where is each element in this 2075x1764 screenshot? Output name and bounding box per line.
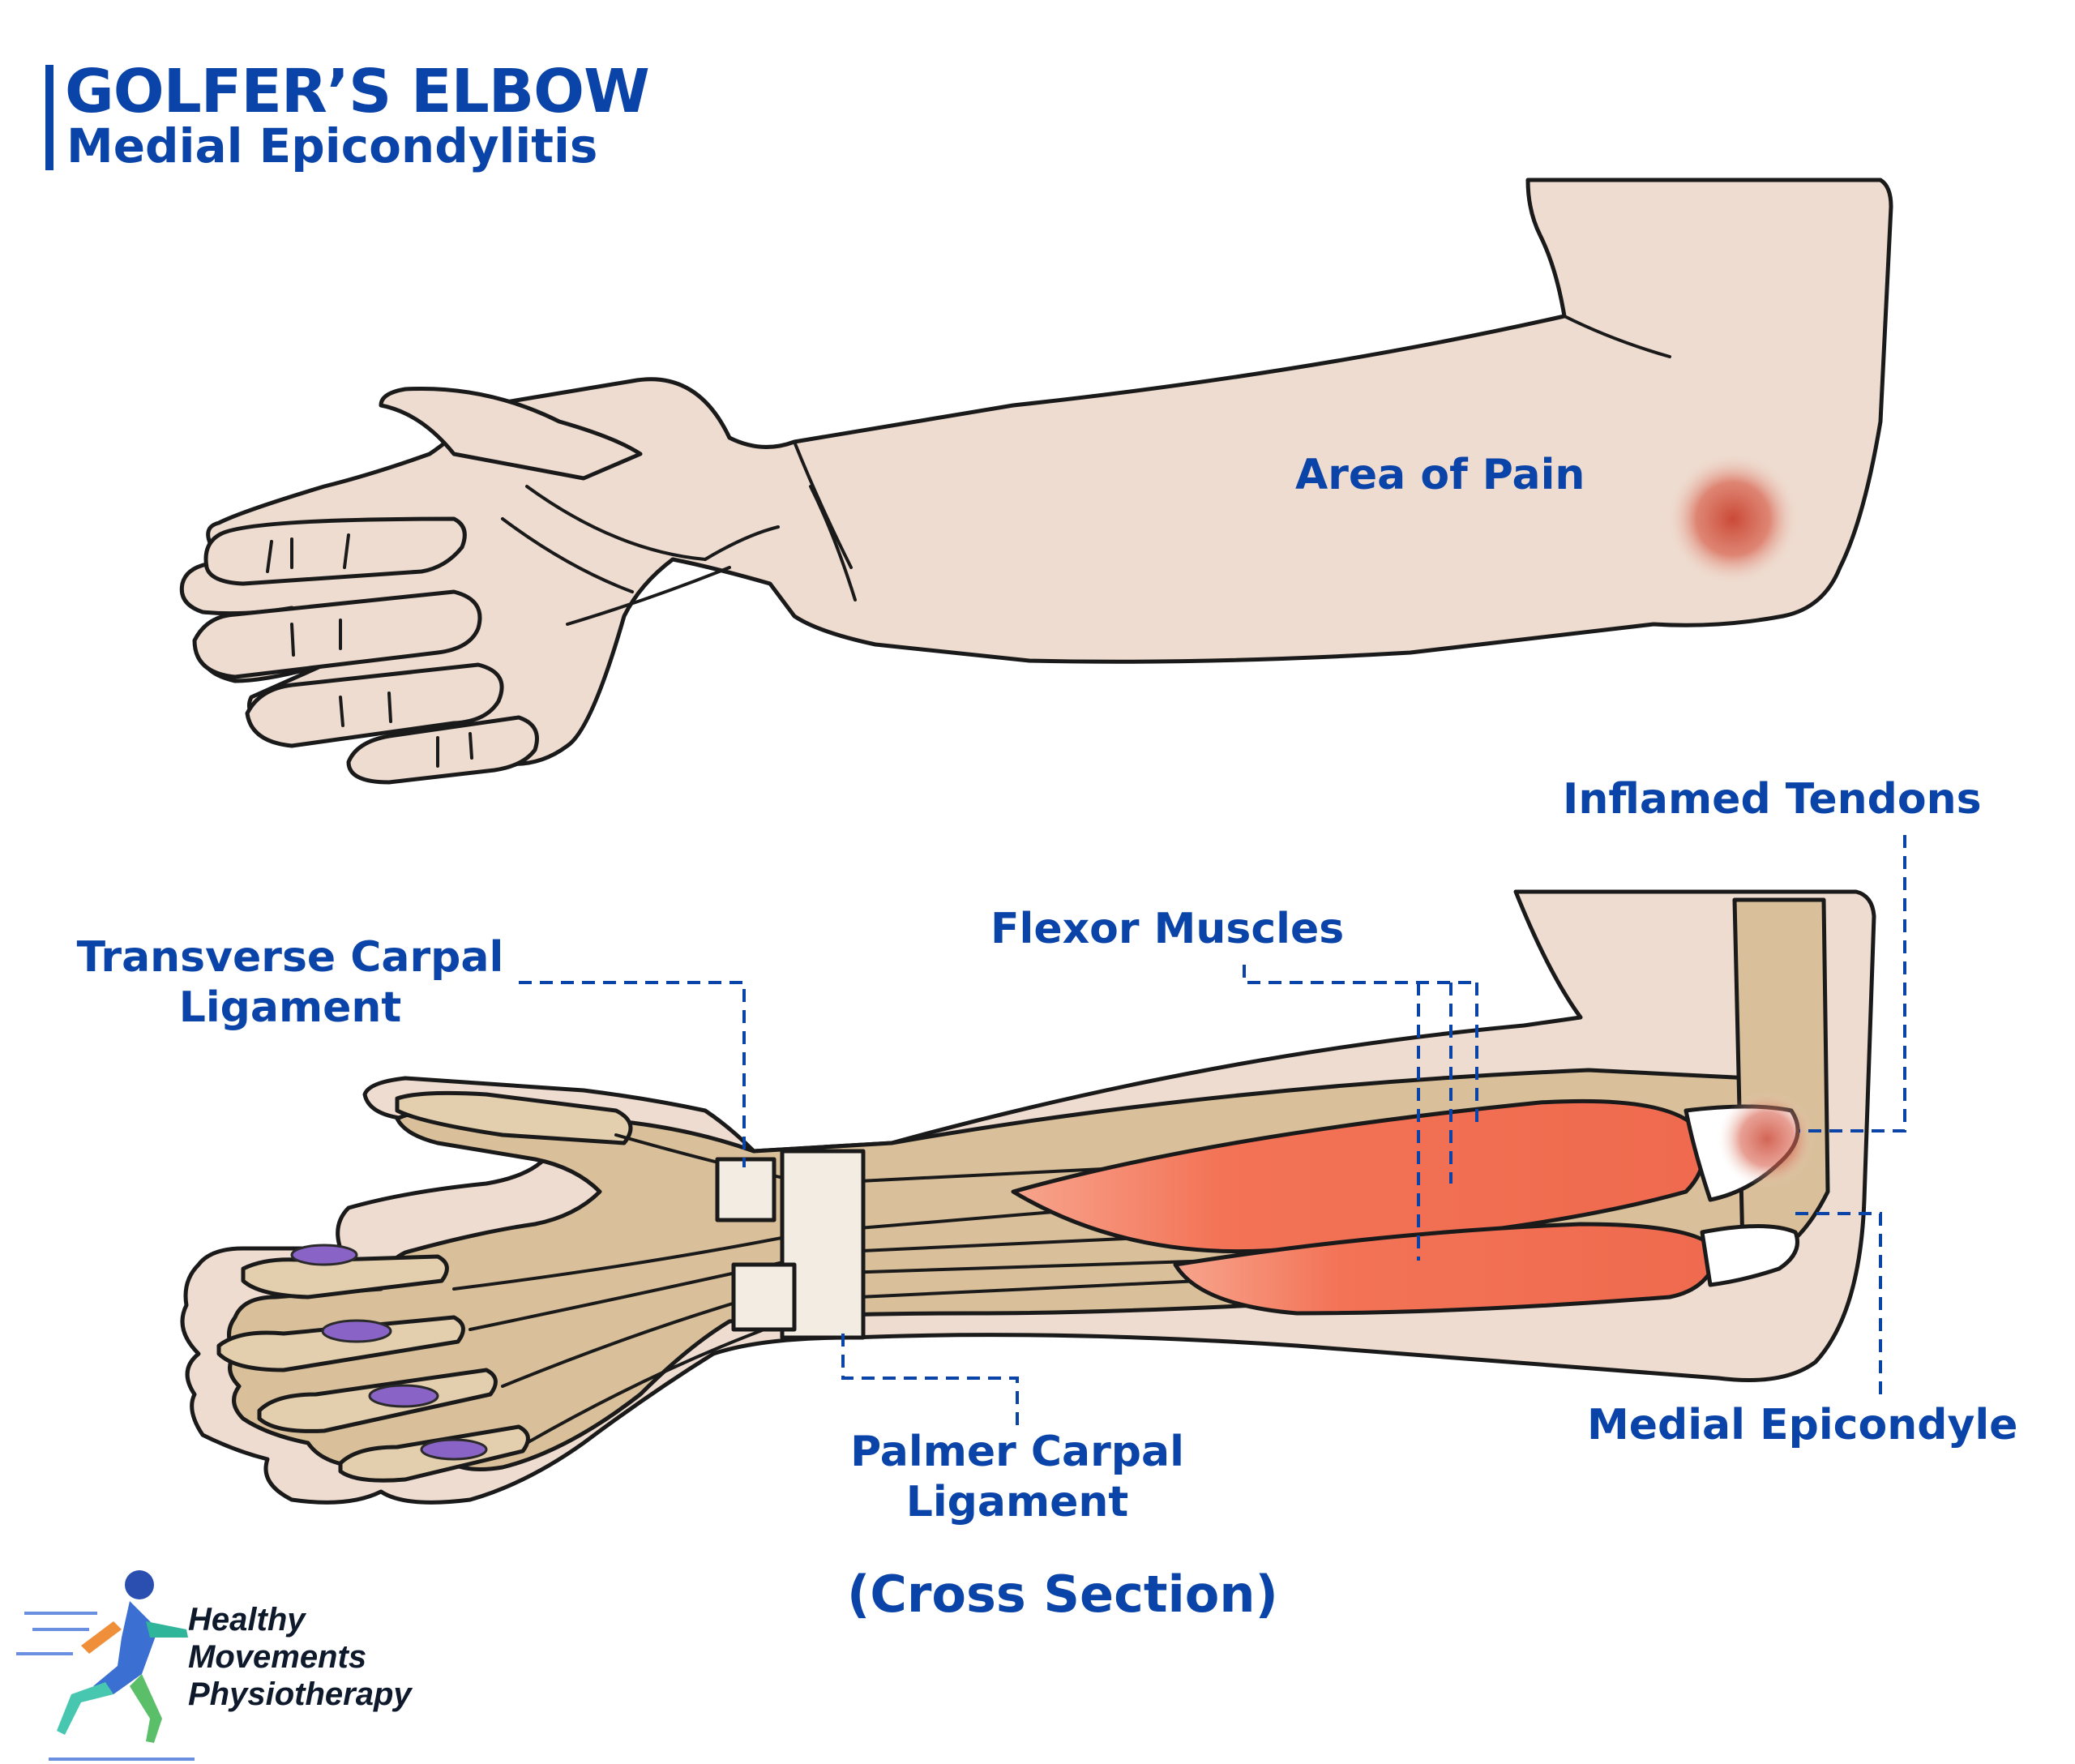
logo-text: Healthy Movements Physiotherapy: [188, 1601, 412, 1713]
label-inflamed-tendons: Inflamed Tendons: [1563, 775, 1982, 824]
label-transverse-carpal-ligament: Transverse Carpal Ligament: [63, 932, 517, 1034]
title-accent-bar: [45, 65, 53, 170]
page-title: GOLFER’S ELBOW: [65, 57, 650, 126]
top-ring-finger: [245, 662, 504, 748]
page-subtitle: Medial Epicondylitis: [66, 118, 598, 173]
tendon-sheath-1: [290, 1244, 358, 1266]
leader-transverse-carpal: [519, 981, 746, 1167]
label-transverse-carpal-line1: Transverse Carpal: [76, 933, 504, 982]
label-transverse-carpal-line2: Ligament: [178, 983, 402, 1033]
inflammation-spot: [1718, 1090, 1816, 1188]
pain-area-spot: [1666, 452, 1799, 585]
label-area-of-pain: Area of Pain: [1295, 451, 1585, 499]
finger-bone-2: [216, 1315, 465, 1372]
tendon-sheath-4: [420, 1438, 488, 1461]
top-index-finger: [203, 516, 467, 586]
top-pinky-finger: [346, 715, 539, 785]
logo-runner-figure: [16, 1570, 195, 1761]
label-palmer-carpal-line2: Ligament: [905, 1478, 1129, 1527]
leader-medial-epicondyle: [1795, 1212, 1882, 1394]
top-arm: [179, 178, 1893, 785]
logo-line-1: Healthy: [188, 1602, 306, 1638]
top-thumb: [379, 387, 643, 481]
leader-flexor-muscles: [1243, 965, 1478, 1261]
logo-line-2: Movements: [188, 1639, 367, 1675]
humerus-bone: [1732, 897, 1830, 1251]
tendon-sheaths: [290, 1244, 488, 1461]
carpal-ligament-lower-band: [731, 1262, 797, 1332]
flexor-muscle-lower: [1173, 1222, 1721, 1316]
logo-line-3: Physiotherapy: [188, 1676, 412, 1712]
lower-tendon-attachment: [1700, 1224, 1799, 1287]
finger-bone-1: [241, 1254, 449, 1299]
label-palmer-carpal-line1: Palmer Carpal: [850, 1428, 1184, 1476]
label-medial-epicondyle: Medial Epicondyle: [1587, 1401, 2018, 1449]
cross-section-caption: (Cross Section): [847, 1565, 1278, 1624]
leader-lines: [519, 835, 1906, 1427]
label-flexor-muscles: Flexor Muscles: [990, 905, 1345, 953]
tendon-sheath-3: [368, 1384, 439, 1408]
bottom-arm: [180, 889, 1876, 1505]
label-palmer-carpal-ligament: Palmer Carpal Ligament: [815, 1427, 1220, 1528]
leader-palmer-carpal: [841, 1334, 1019, 1427]
top-middle-finger: [192, 589, 482, 679]
leader-inflamed-tendons: [1799, 835, 1906, 1132]
transverse-carpal-ligament-band: [715, 1157, 777, 1222]
tendon-sheath-2: [321, 1319, 392, 1343]
thumb-bone: [395, 1090, 633, 1145]
tendon-1: [452, 1190, 1298, 1291]
